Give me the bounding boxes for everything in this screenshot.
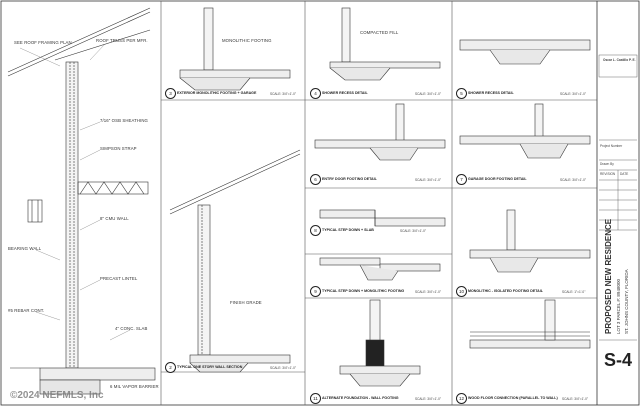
tb-revision-label: REVISION	[600, 172, 616, 176]
detail-title-7: GARAGE DOOR FOOTING DETAIL	[468, 177, 527, 181]
detail-number-12: 12	[456, 393, 467, 404]
detail-number-6: 6	[310, 174, 321, 185]
detail-title-10: MONOLITHIC - ISOLATED FOOTING DETAIL	[468, 289, 543, 293]
detail-title-8: TYPICAL STEP DOWN + SLAB	[322, 228, 374, 232]
detail-title-2: TYPICAL ONE STORY WALL SECTION	[177, 365, 243, 369]
detail-scale-2: SCALE: 3/4"=1'-0"	[270, 366, 296, 370]
note-slab: 4" CONC. SLAB	[115, 326, 148, 331]
note-vapor: 6 MIL VAPOR BARRIER	[110, 384, 159, 389]
note-grade: FINISH GRADE	[230, 300, 262, 305]
detail-number-4: 4	[310, 88, 321, 99]
detail-scale-7: SCALE: 3/4"=1'-0"	[560, 178, 586, 182]
tb-project-number-label: Project Number	[600, 144, 623, 148]
detail-title-9: TYPICAL STEP DOWN + MONOLITHIC FOOTING	[322, 289, 405, 293]
detail-scale-3: SCALE: 3/4"=1'-0"	[270, 92, 296, 96]
detail-title-11: ALTERNATE FOUNDATION - WALL FOOTING	[322, 396, 399, 400]
detail-number-7: 7	[456, 174, 467, 185]
project-title: PROPOSED NEW RESIDENCE	[604, 218, 613, 334]
detail-number-8: 8	[310, 225, 321, 236]
tb-drawn-by-label: Drawn By	[600, 162, 614, 166]
detail-scale-4: SCALE: 3/4"=1'-0"	[415, 92, 441, 96]
detail-scale-11: SCALE: 3/4"=1'-0"	[415, 397, 441, 401]
note-bearing: BEARING WALL	[8, 246, 42, 251]
detail-number-3: 3	[165, 88, 176, 99]
detail-scale-5: SCALE: 3/4"=1'-0"	[560, 92, 586, 96]
note-truss: ROOF TRUSS PER MFR.	[96, 38, 148, 43]
detail-title-5: SHOWER RECESS DETAIL	[468, 91, 514, 95]
detail-number-11: 11	[310, 393, 321, 404]
note-sheathing: 7/16" OSB SHEATHING	[100, 118, 148, 123]
project-address: ST. JOHNS COUNTY, FLORIDA	[624, 269, 629, 334]
note-footing: MONOLITHIC FOOTING	[222, 38, 272, 43]
detail-number-10: 10	[456, 286, 467, 297]
detail-title-12: WOOD FLOOR CONNECTION (PARALLEL TO WALL)	[468, 396, 558, 400]
watermark: ©2024 NEFMLS, Inc	[10, 390, 104, 401]
sheet-number: S-4	[604, 350, 633, 370]
engineer-name: Oscar L. Castillo P. E.	[603, 58, 636, 62]
note-strap: SIMPSON STRAP	[100, 146, 137, 151]
note-rebar: #5 REBAR CONT.	[8, 308, 45, 313]
detail-title-3: EXTERIOR MONOLITHIC FOOTING + GARAGE	[177, 91, 257, 95]
detail-title-6: ENTRY DOOR FOOTING DETAIL	[322, 177, 377, 181]
detail-scale-10: SCALE: 1"=1'-0"	[562, 290, 586, 294]
detail-scale-6: SCALE: 3/4"=1'-0"	[415, 178, 441, 182]
detail-scale-9: SCALE: 3/4"=1'-0"	[415, 290, 441, 294]
detail-number-9: 9	[310, 286, 321, 297]
note-compact: COMPACTED FILL	[360, 30, 399, 35]
project-lot: LOT 3 PARCEL #: 8948000	[616, 279, 621, 334]
detail-scale-8: SCALE: 3/4"=1'-0"	[400, 229, 426, 233]
detail-number-2: 2	[165, 362, 176, 373]
note-wall: 8" CMU WALL	[100, 216, 129, 221]
note-lintel: PRECAST LINTEL	[100, 276, 138, 281]
detail-scale-12: SCALE: 3/4"=1'-0"	[562, 397, 588, 401]
tb-date-label: DATE	[620, 172, 629, 176]
note-roof: SEE ROOF FRAMING PLAN	[14, 40, 72, 45]
detail-title-4: SHOWER RECESS DETAIL	[322, 91, 368, 95]
detail-number-5: 5	[456, 88, 467, 99]
